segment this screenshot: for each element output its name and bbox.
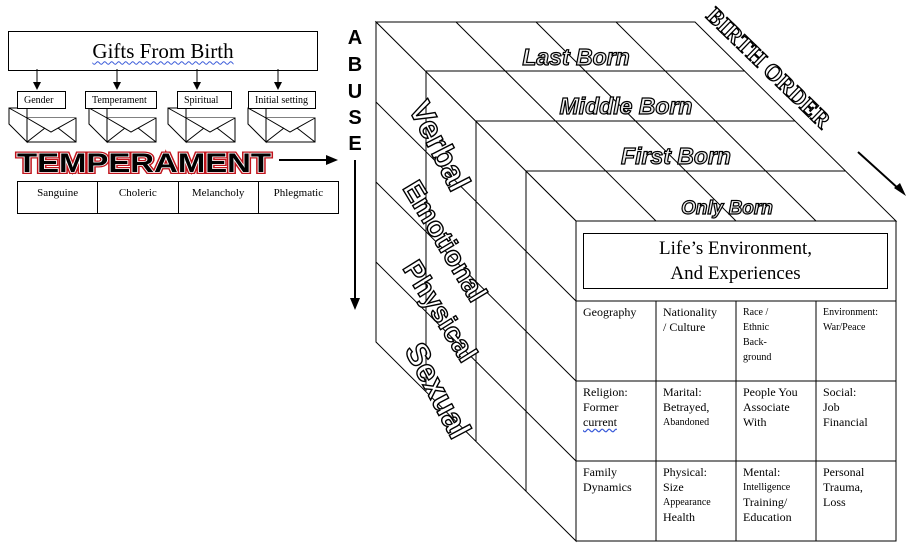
gift-label-gender: Gender [17,91,66,109]
abuse-letter: B [348,54,362,76]
cell-mental: Mental: Intelligence Training/ Education [743,465,792,524]
temperament-heading-overlay: TEMPERAMENT [17,148,272,178]
envelope-icon [167,107,236,144]
temperament-phlegmatic: Phlegmatic [273,187,324,199]
gifts-from-birth-box: Gifts From Birth [8,31,318,71]
cell-family: Family Dynamics [583,465,632,494]
cell-marital: Marital: Betrayed, Abandoned [663,385,710,428]
birth-order-only: Only Born [681,198,773,219]
abuse-letter: E [348,133,361,154]
birth-order-last: Last Born [522,44,629,70]
temperament-heading: TEMPERAMENT [17,148,272,178]
temperament-melancholy: Melancholy [179,182,259,213]
cell-geography: Geography [583,305,637,319]
abuse-heading: A B U S E [348,27,362,154]
envelope-icons [8,107,316,144]
gift-label-spiritual: Spiritual [177,91,232,109]
cell-religion: Religion: Former current [583,385,628,429]
gift-label-temperament: Temperament [85,91,157,109]
birth-order-middle: Middle Born [560,93,693,119]
birth-order-arrow [857,151,901,191]
envelope-icon [247,107,316,144]
cell-environment: Environment: War/Peace [823,307,878,333]
temperament-heading-graphic: TEMPERAMENT TEMPERAMENT [15,146,274,179]
cell-nationality: Nationality / Culture [663,305,717,334]
life-environment-title: Life’s Environment, And Experiences [583,233,888,289]
cell-social: Social: Job Financial [823,385,868,429]
abuse-letter: A [348,27,362,49]
cell-race: Race / Ethnic Back- ground [743,307,772,363]
cell-people: People You Associate With [743,385,798,429]
life-environment-line1: Life’s Environment, [658,238,813,259]
envelope-icon [88,107,157,144]
birth-order-first: First Born [621,143,731,169]
cell-physical: Physical: Size Appearance Health [663,465,711,524]
gifts-from-birth-title: Gifts From Birth [92,38,234,63]
temperament-choleric: Choleric [98,182,179,213]
temperament-table: Sanguine Choleric Melancholy Phlegmatic [17,181,339,214]
gift-label-initial-setting: Initial setting [248,91,316,109]
envelope-icon [8,107,77,144]
abuse-letter: U [348,81,362,103]
abuse-letter: S [348,107,361,129]
temperament-sanguine: Sanguine [18,182,99,213]
life-environment-line2: And Experiences [670,263,801,284]
cell-personal: Personal Trauma, Loss [823,465,865,509]
